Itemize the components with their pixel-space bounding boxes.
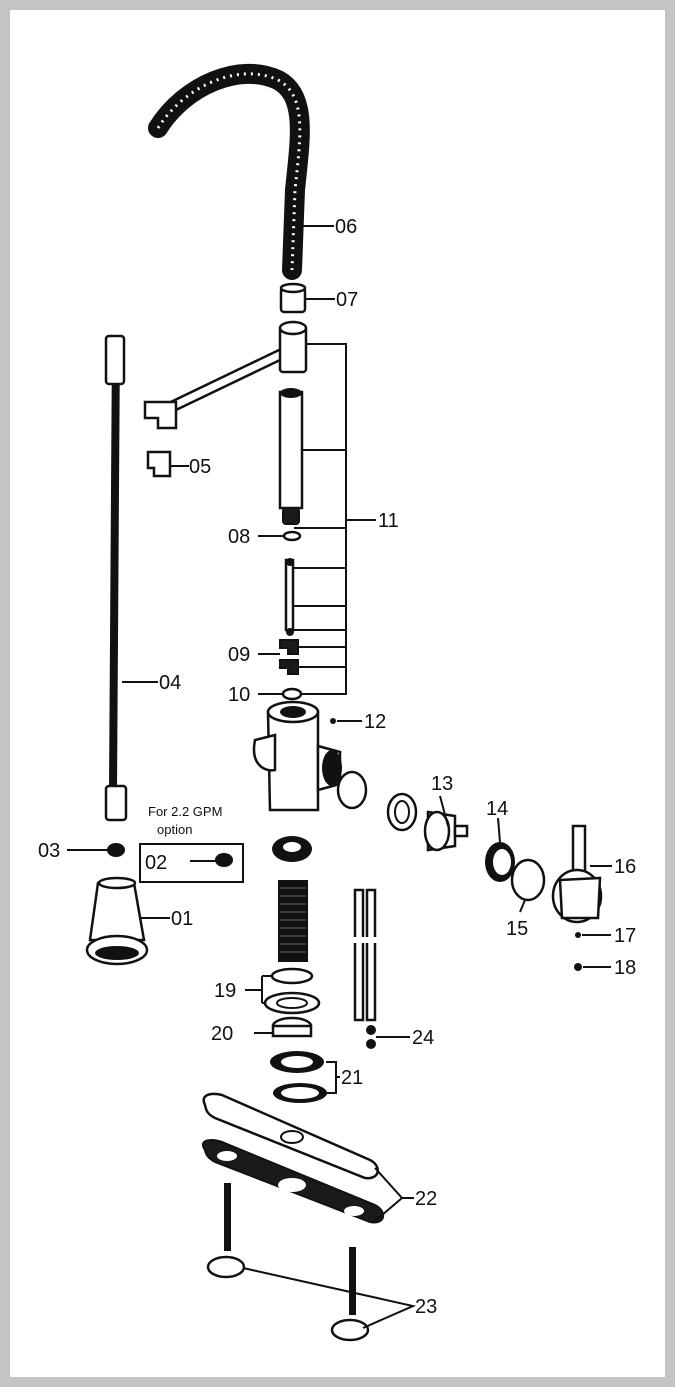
label-07: 07 [336, 289, 358, 311]
label-09: 09 [228, 644, 250, 666]
label-13: 13 [431, 773, 453, 795]
threaded-shank [272, 836, 312, 962]
o-ring-10 [281, 687, 303, 701]
washer-03 [107, 843, 125, 857]
label-01: 01 [171, 908, 193, 930]
supply-lines [353, 888, 378, 1049]
label-05: 05 [189, 456, 211, 478]
spout-cap [279, 282, 307, 314]
label-12: 12 [364, 711, 386, 733]
cartridge [336, 770, 469, 852]
washer-19a [270, 967, 314, 985]
hose-clip [146, 450, 172, 478]
spray-head [85, 876, 149, 966]
label-03: 03 [38, 840, 60, 862]
label-15: 15 [506, 918, 528, 940]
leader-lines [67, 225, 612, 1329]
label-14: 14 [486, 798, 508, 820]
part-labels: 01 02 03 04 05 06 07 08 09 10 11 12 13 1… [38, 216, 636, 1318]
label-10: 10 [228, 684, 250, 706]
label-16: 16 [614, 856, 636, 878]
deck-plates [202, 1092, 385, 1224]
label-02: 02 [145, 852, 167, 874]
label-04: 04 [159, 672, 181, 694]
screw-18 [574, 963, 582, 971]
valve-body [252, 700, 342, 812]
cap-15 [510, 858, 546, 902]
label-11: 11 [378, 510, 399, 532]
rod-and-clips [279, 558, 299, 675]
pull-out-hose [104, 334, 128, 822]
mounting-hardware [206, 1183, 370, 1342]
label-18: 18 [614, 957, 636, 979]
screw-17 [575, 932, 581, 938]
label-21: 21 [341, 1067, 363, 1089]
label-23: 23 [415, 1296, 437, 1318]
gpm-note-line1: For 2.2 GPM [148, 804, 222, 819]
spout-pipe [278, 388, 304, 525]
label-19: 19 [214, 980, 236, 1002]
label-24: 24 [412, 1027, 434, 1049]
label-06: 06 [335, 216, 357, 238]
spring-spout [148, 63, 310, 280]
swivel-arm-assembly [143, 320, 308, 430]
gpm-option-box [139, 843, 244, 883]
gpm-note-line2: option [157, 822, 192, 837]
set-screw-12 [330, 718, 336, 724]
label-08: 08 [228, 526, 250, 548]
label-20: 20 [211, 1023, 233, 1045]
label-22: 22 [415, 1188, 437, 1210]
nut-20 [271, 1016, 313, 1038]
o-ring-08 [282, 530, 302, 542]
lever-handle [551, 824, 603, 924]
label-17: 17 [614, 925, 636, 947]
